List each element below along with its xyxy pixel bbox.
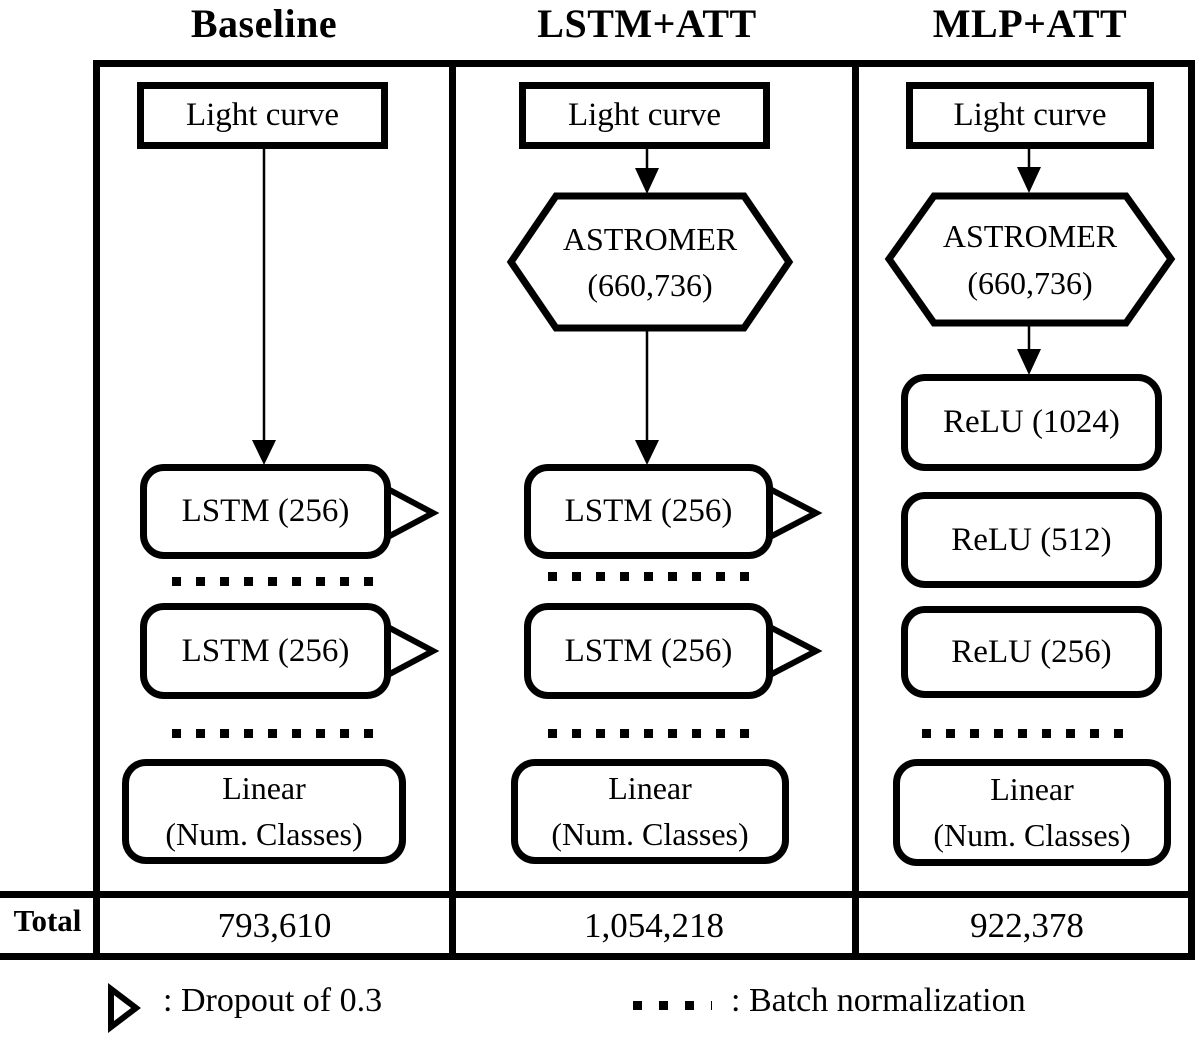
arrow-head-mlpatt-1 (1017, 167, 1041, 193)
batchnorm-dots-mlpatt (922, 729, 1123, 738)
arrow-head-lstmatt-2 (635, 440, 659, 465)
arrow-head-baseline (252, 440, 276, 465)
legend-batchnorm-dots-icon (633, 1001, 712, 1010)
linear-box-baseline-label: Linear(Num. Classes) (165, 770, 363, 852)
totals-row-top-rule (0, 891, 1195, 898)
totals-row-label: Total (13, 903, 82, 938)
astromer-label-lstmatt: ASTROMER(660,736) (521, 200, 779, 324)
astromer-label-lstmatt-text: ASTROMER(660,736) (562, 220, 738, 303)
linear-box-mlpatt-label: Linear(Num. Classes) (933, 771, 1131, 853)
column-header-lstmatt: LSTM+ATT (537, 1, 757, 46)
total-params-baseline: 793,610 (217, 906, 332, 945)
lstm-box-baseline-2: LSTM (256) (140, 603, 391, 699)
arrow-head-lstmatt-1 (635, 168, 659, 194)
arrow-head-mlpatt-2 (1017, 349, 1041, 375)
lstm-box-lstmatt-1: LSTM (256) (524, 464, 773, 559)
lstm-box-baseline-1: LSTM (256) (140, 464, 391, 559)
batchnorm-dots-lstmatt-2 (548, 729, 749, 738)
linear-box-lstmatt: Linear(Num. Classes) (511, 759, 789, 864)
total-params-mlpatt: 922,378 (970, 906, 1084, 945)
column-header-mlpatt: MLP+ATT (932, 1, 1128, 46)
astromer-label-mlpatt-text: ASTROMER(660,736) (942, 218, 1118, 301)
column-divider-2 (852, 60, 859, 960)
relu-box-mlpatt-2: ReLU (512) (901, 492, 1162, 588)
column-header-baseline: Baseline (190, 1, 338, 46)
batchnorm-dots-baseline-2 (172, 729, 373, 738)
relu-box-mlpatt-1: ReLU (1024) (901, 374, 1162, 471)
light-curve-box-lstmatt: Light curve (519, 82, 770, 149)
column-divider-1 (449, 60, 456, 960)
batchnorm-dots-lstmatt-1 (548, 572, 749, 581)
legend-dropout-label: : Dropout of 0.3 (163, 982, 383, 1019)
batchnorm-dots-baseline-1 (172, 577, 373, 586)
legend-batchnorm-label: : Batch normalization (731, 982, 1026, 1019)
astromer-hexagon-lstmatt (506, 192, 794, 332)
linear-box-baseline: Linear(Num. Classes) (122, 759, 406, 864)
totals-row-bottom-rule (0, 953, 1195, 960)
legend-dropout-triangle-icon (108, 982, 141, 1034)
light-curve-box-mlpatt: Light curve (906, 82, 1154, 149)
linear-box-mlpatt: Linear(Num. Classes) (893, 759, 1171, 866)
relu-box-mlpatt-3: ReLU (256) (901, 606, 1162, 698)
light-curve-box-baseline: Light curve (137, 82, 388, 149)
total-params-lstmatt: 1,054,218 (584, 906, 724, 945)
linear-box-lstmatt-label: Linear(Num. Classes) (551, 770, 749, 852)
astromer-label-mlpatt: ASTROMER(660,736) (901, 200, 1159, 319)
astromer-hexagon-mlpatt (884, 192, 1176, 327)
lstm-box-lstmatt-2: LSTM (256) (524, 603, 773, 699)
